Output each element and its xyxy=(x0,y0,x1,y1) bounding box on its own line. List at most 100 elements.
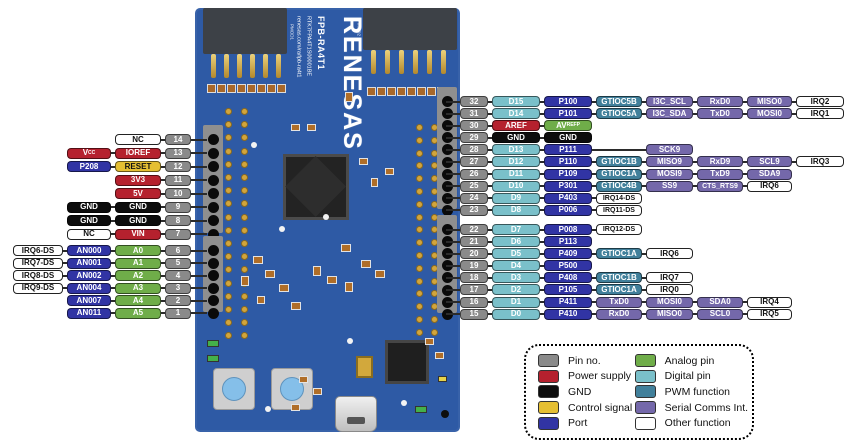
pin-box-label: 9 xyxy=(175,202,181,211)
solder-pad xyxy=(387,87,396,96)
pin-box-label: D3 xyxy=(510,272,522,282)
pin-box-label: 10 xyxy=(173,188,183,198)
connector-line xyxy=(191,219,207,222)
header-pin-hole xyxy=(207,270,219,281)
pin-box-cts-rts9: CTS_RTS9 xyxy=(697,180,743,192)
pin-box-label: AV xyxy=(556,120,567,130)
pin-box-label: I3C_SCL xyxy=(653,96,686,106)
pin-box-label: A1 xyxy=(132,258,144,267)
pin-box-label: MOSI0 xyxy=(657,297,682,307)
connector-line xyxy=(592,288,596,291)
pin-box-scl0: SCL0 xyxy=(697,308,743,320)
through-hole xyxy=(241,306,248,313)
pin-box-label: 4 xyxy=(175,270,181,280)
pin-box-label: IRQ8-DS xyxy=(21,270,55,280)
legend-label: Other function xyxy=(664,417,731,430)
pin-box-p105: P105 xyxy=(544,284,592,296)
solder-pad xyxy=(247,84,256,93)
pin-box-label: GTIOC1B xyxy=(601,272,637,282)
connector-line xyxy=(446,124,460,127)
passive-component xyxy=(291,404,300,411)
pin-box-label: MISO0 xyxy=(657,309,682,319)
pin-box-label: IRQ0 xyxy=(660,284,679,294)
pin-box-miso0: MISO0 xyxy=(646,308,693,320)
passive-component xyxy=(265,270,275,278)
through-hole xyxy=(241,226,248,234)
header-pin-hole xyxy=(207,215,219,226)
through-hole xyxy=(416,252,423,259)
connector-line xyxy=(642,112,646,115)
connector-line xyxy=(191,249,207,252)
connector-line xyxy=(446,240,460,243)
pin-box-label: P110 xyxy=(558,156,578,166)
connector-line xyxy=(488,301,492,304)
passive-component xyxy=(435,352,444,359)
pin-box-label: 1 xyxy=(175,308,181,317)
connector-line xyxy=(488,313,492,316)
pin-box-25: 25 xyxy=(460,180,488,192)
pin-box-label: D9 xyxy=(510,193,522,203)
pin-box-a2: A2 xyxy=(115,270,161,281)
legend-label: Control signal xyxy=(568,401,633,414)
gold-pin xyxy=(250,54,255,78)
header-pin-hole xyxy=(207,245,219,256)
pin-box-gnd: GND xyxy=(67,215,111,226)
pin-box-label: SDA0 xyxy=(709,297,731,307)
through-hole xyxy=(225,134,232,142)
gold-pin xyxy=(385,50,390,74)
pin-box-rxd9: RxD9 xyxy=(697,156,743,168)
green-led xyxy=(415,406,427,413)
pin-box-p113: P113 xyxy=(544,236,592,248)
pin-box-6: 6 xyxy=(165,245,191,256)
connector-line xyxy=(540,160,544,163)
pmod2-connector xyxy=(363,8,457,50)
pin-box-nc: NC xyxy=(67,228,111,240)
connector-line xyxy=(540,288,544,291)
pin-box-label: D10 xyxy=(508,181,524,191)
pin-box-p101: P101 xyxy=(544,108,592,120)
gold-pin xyxy=(441,50,446,74)
solder-pad xyxy=(427,87,436,96)
pin-box-mosi0: MOSI0 xyxy=(646,296,693,308)
pin-box-irq4: IRQ4 xyxy=(747,296,792,308)
pin-box-label: GND xyxy=(80,215,98,225)
header-pin-hole xyxy=(207,147,219,159)
mounting-hole xyxy=(441,410,449,418)
pin-box-d14: D14 xyxy=(492,108,540,120)
pin-box-label: P208 xyxy=(79,161,99,171)
connector-line xyxy=(161,312,165,314)
pin-box-a3: A3 xyxy=(115,282,161,294)
pin-box-a0: A0 xyxy=(115,245,161,256)
pin-box-gtioc1a: GTIOC1A xyxy=(596,284,642,296)
pin-box-label: 7 xyxy=(175,229,181,238)
header-pin-hole xyxy=(207,201,219,213)
test-point xyxy=(265,406,271,412)
pin-box-a4: A4 xyxy=(115,295,161,306)
pin-box-nc: NC xyxy=(115,134,161,145)
solder-pad xyxy=(377,87,386,96)
through-hole xyxy=(241,292,248,300)
through-hole xyxy=(416,213,423,221)
pin-box-p410: P410 xyxy=(544,308,592,320)
connector-line xyxy=(540,112,544,115)
connector-line xyxy=(592,100,596,103)
connector-line xyxy=(592,197,596,200)
connector-line xyxy=(446,197,460,200)
legend-item-pwm: PWM function xyxy=(634,384,744,400)
pin-box-irq9-ds: IRQ9-DS xyxy=(13,282,63,294)
connector-line xyxy=(592,185,596,188)
pin-box-label: P408 xyxy=(558,272,578,282)
legend-swatch-power xyxy=(538,369,559,383)
pin-box-p110: P110 xyxy=(544,156,592,168)
connector-line xyxy=(161,165,165,168)
passive-component xyxy=(299,376,308,383)
through-hole xyxy=(416,162,423,170)
connector-line xyxy=(540,209,544,212)
